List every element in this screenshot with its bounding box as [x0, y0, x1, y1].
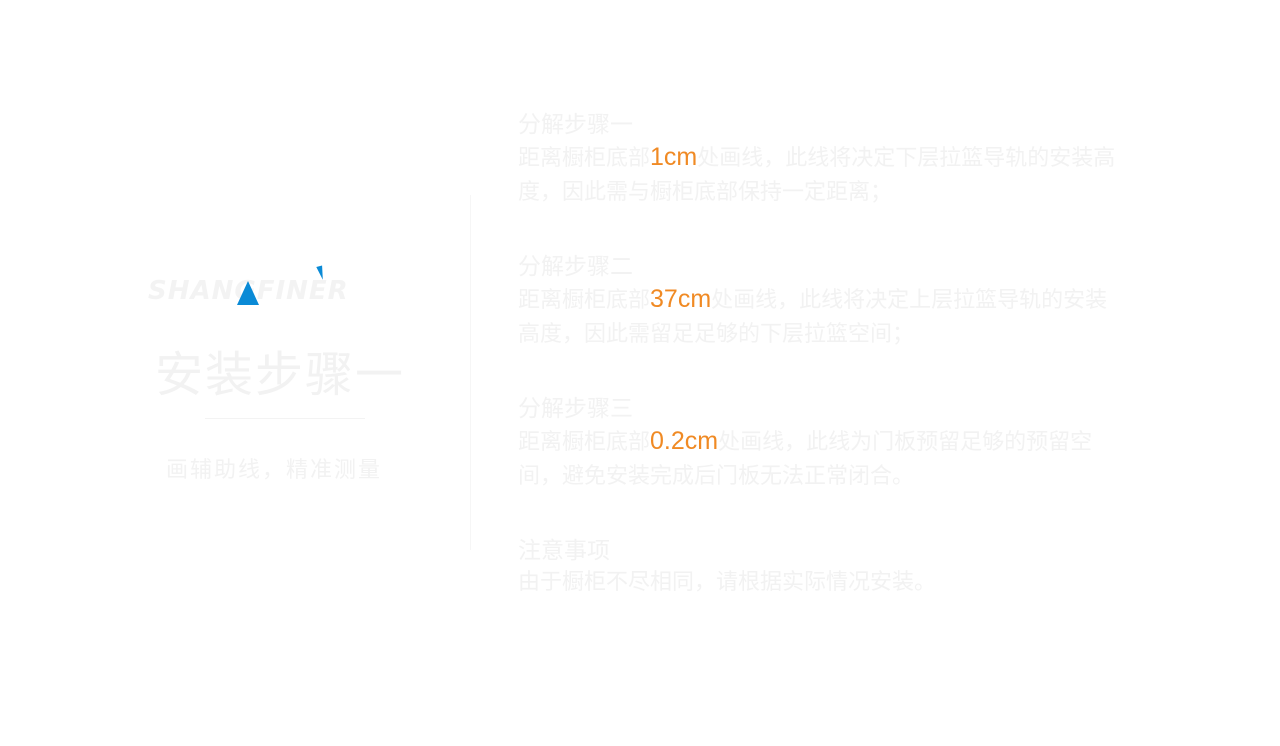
notes-heading: 注意事项 [518, 538, 610, 564]
step-heading: 分解步骤二 [518, 254, 633, 280]
step-text-post: 处画线，此线为门板预留足够的预留空间，避免安装完成后门板无法正常闭合。 [518, 430, 1093, 489]
notes: 注意事项 由于橱柜不尽相同，请根据实际情况安装。 [518, 536, 1128, 600]
step-measurement: 37cm [650, 285, 712, 313]
step-1: 分解步骤一 距离橱柜底部1cm处画线，此线将决定下层拉篮导轨的安装高度，因此需与… [518, 110, 1128, 210]
step-text: 距离橱柜底部1cm处画线，此线将决定下层拉篮导轨的安装高度，因此需与橱柜底部保持… [518, 140, 1128, 210]
title-underline [205, 418, 365, 419]
step-measurement: 1cm [650, 143, 698, 171]
step-text-post: 处画线，此线将决定下层拉篮导轨的安装高度，因此需与橱柜底部保持一定距离； [518, 146, 1116, 205]
step-text-pre: 距离橱柜底部 [518, 146, 651, 171]
step-2: 分解步骤二 距离橱柜底部37cm处画线，此线将决定上层拉篮导轨的安装高度，因此需… [518, 252, 1128, 352]
vertical-divider [470, 195, 471, 550]
step-measurement: 0.2cm [650, 427, 719, 455]
brand-logo: SHANGFINER [148, 265, 428, 306]
logo-triangle-icon [237, 281, 259, 305]
step-heading: 分解步骤三 [518, 396, 633, 422]
page-title: 安装步骤一 [155, 347, 406, 403]
step-text: 距离橱柜底部0.2cm处画线，此线为门板预留足够的预留空间，避免安装完成后门板无… [518, 424, 1128, 494]
step-text-pre: 距离橱柜底部 [518, 430, 651, 455]
step-3: 分解步骤三 距离橱柜底部0.2cm处画线，此线为门板预留足够的预留空间，避免安装… [518, 394, 1128, 494]
steps-list: 分解步骤一 距离橱柜底部1cm处画线，此线将决定下层拉篮导轨的安装高度，因此需与… [518, 110, 1128, 642]
notes-text: 由于橱柜不尽相同，请根据实际情况安装。 [518, 570, 937, 595]
step-text-pre: 距离橱柜底部 [518, 288, 651, 313]
step-heading: 分解步骤一 [518, 112, 633, 138]
page-subtitle: 画辅助线，精准测量 [166, 458, 383, 483]
step-text-post: 处画线，此线将决定上层拉篮导轨的安装高度，因此需留足足够的下层拉篮空间； [518, 288, 1108, 347]
step-text: 距离橱柜底部37cm处画线，此线将决定上层拉篮导轨的安装高度，因此需留足足够的下… [518, 282, 1128, 352]
